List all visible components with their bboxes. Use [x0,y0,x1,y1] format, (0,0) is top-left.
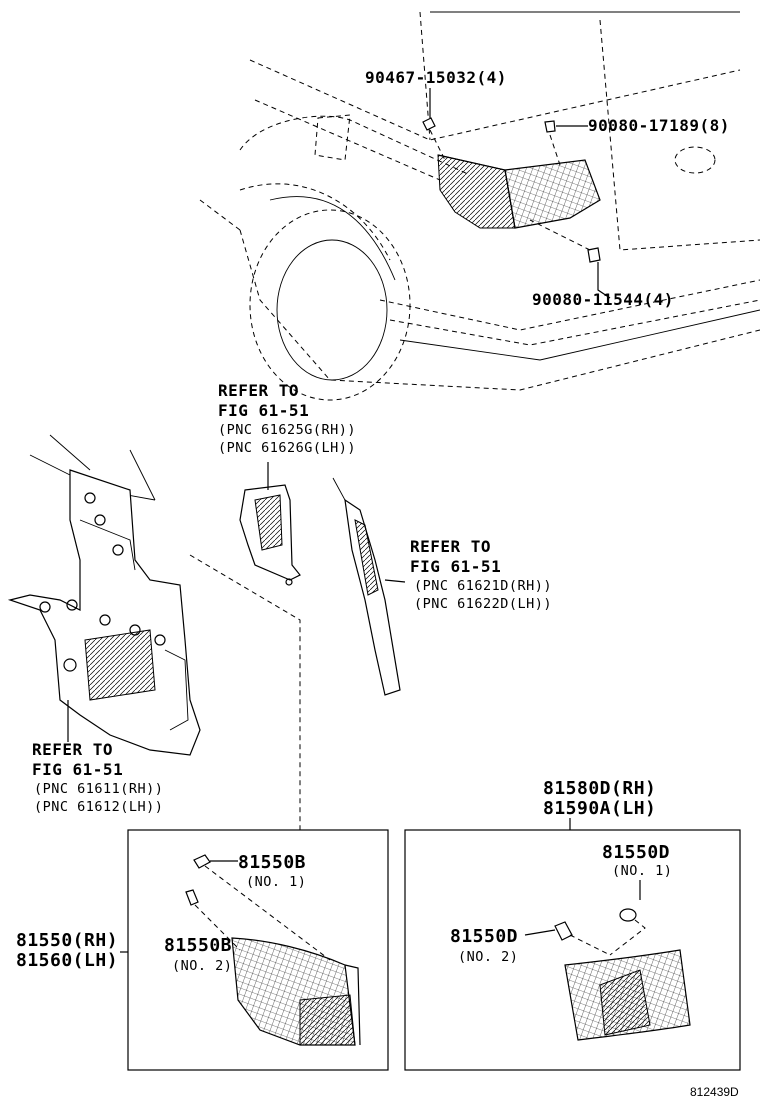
bulb-81550b-no1 [193,854,211,869]
pillar-member [332,477,406,696]
ref-right-line4: (PNC 61622D(LH)) [414,596,552,612]
label-nut-90080-17189: 90080-17189(8) [588,116,730,135]
lamp-assy-box [127,829,389,1071]
ref-left-line1: REFER TO [32,740,113,759]
label-lamp-assy-lh: 81560(LH) [16,950,118,971]
ref-left-line3: (PNC 61611(RH)) [34,781,163,797]
bulb-81550b-no2 [185,889,199,906]
label-lamp-assy-rh: 81550(RH) [16,930,118,951]
bulb-81550d-no2 [554,921,573,941]
ref-left-line2: FIG 61-51 [32,760,123,779]
ref-right-line2: FIG 61-51 [410,557,501,576]
bulb-81550d-no1 [619,908,637,922]
fastener-nut-90080-17189 [544,120,556,133]
ref-top-line4: (PNC 61626G(LH)) [218,440,356,456]
label-lens-lh: 81590A(LH) [543,798,656,819]
label-bulb-b1: 81550B [238,852,306,873]
label-nut-90080-11544: 90080-11544(4) [532,290,674,309]
quarter-trim-panel [7,434,201,756]
tail-lamp-on-vehicle [437,154,601,229]
ref-top-line1: REFER TO [218,381,299,400]
lamp-assy-81550 [231,937,361,1046]
label-bulb-d2: 81550D [450,926,518,947]
label-bulb-b2: 81550B [164,935,232,956]
label-lens-rh: 81580D(RH) [543,778,656,799]
figure-reference: 812439D [690,1085,739,1099]
ref-right-line3: (PNC 61621D(RH)) [414,578,552,594]
lens-box [404,829,741,1071]
ref-right-line1: REFER TO [410,537,491,556]
ref-top-line2: FIG 61-51 [218,401,309,420]
label-bulb-d1-no: (NO. 1) [612,863,672,879]
label-bulb-b2-no: (NO. 2) [172,958,232,974]
label-bulb-b1-no: (NO. 1) [246,874,306,890]
fastener-nut-90080-11544 [587,247,601,263]
ref-top-line3: (PNC 61625G(RH)) [218,422,356,438]
vehicle-rear-body [199,11,760,401]
label-bulb-d1: 81550D [602,842,670,863]
fastener-bolt-90467 [422,117,436,131]
label-bolt-90467: 90467-15032(4) [365,68,507,87]
label-bulb-d2-no: (NO. 2) [458,949,518,965]
lens-81580d [564,949,691,1041]
ref-left-line4: (PNC 61612(LH)) [34,799,163,815]
center-bracket [239,462,301,586]
